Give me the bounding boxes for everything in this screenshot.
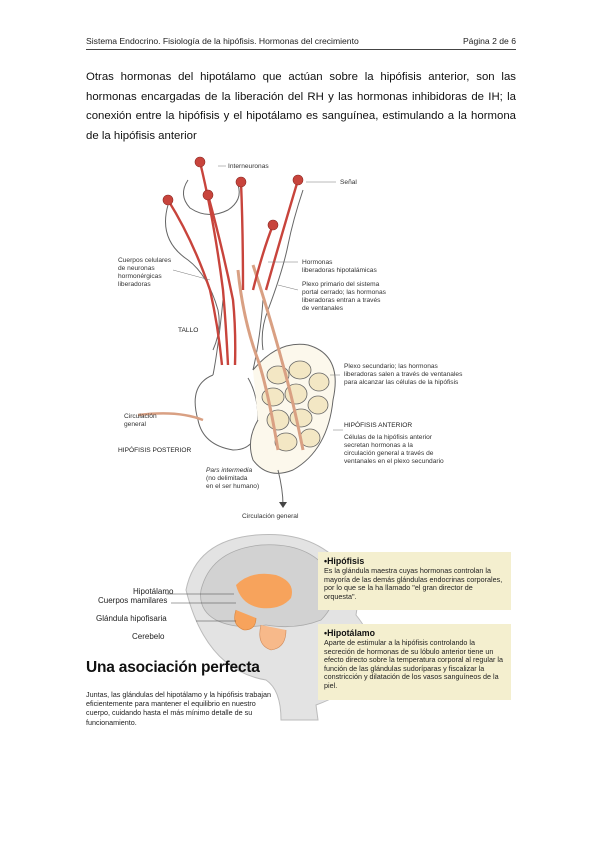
label-cuerpos-3: hormonérgicas <box>118 273 162 280</box>
label-cerebelo: Cerebelo <box>132 632 165 641</box>
info-box-hipotalamo-text: Aparte de estimular a la hipófisis contr… <box>324 638 503 690</box>
hypothalamus-wall-right <box>261 189 304 351</box>
intro-paragraph: Otras hormonas del hipotálamo que actúan… <box>86 71 516 142</box>
neuron-2 <box>162 194 174 206</box>
neuron-6 <box>292 174 304 186</box>
brain-leader-lines <box>166 593 236 622</box>
neuron-5 <box>267 219 279 231</box>
hypothalamus-wall-left <box>165 204 220 351</box>
label-senal: Señal <box>340 179 357 186</box>
arrow-bottom <box>279 502 287 508</box>
label-circ-bottom: Circulación general <box>242 513 299 520</box>
label-plexo-1-3: liberadoras entran a través <box>302 297 381 304</box>
label-circ-left-1: Circulación <box>124 413 157 420</box>
label-cuerpos-1: Cuerpos celulares <box>118 257 172 264</box>
posterior-pituitary <box>194 374 259 451</box>
portal-vessel-2 <box>251 264 305 451</box>
label-celulas-3: circulación general a través de <box>344 450 434 457</box>
hypothalamus-orange <box>236 573 292 609</box>
label-plexo-2-1: Plexo secundario; las hormonas <box>344 363 439 370</box>
headline: Una asociación perfecta <box>86 659 260 676</box>
label-tallo: TALLO <box>178 327 198 334</box>
label-pars-1: Pars intermedia <box>206 467 253 474</box>
label-hipofisis-posterior: HIPÓFISIS POSTERIOR <box>118 445 192 454</box>
label-cuerpos-4: liberadoras <box>118 281 151 288</box>
info-box-hipotalamo-title: •Hipotálamo <box>324 628 375 638</box>
label-cuerpos-mamilares: Cuerpos mamilares <box>98 596 167 605</box>
neuron-bodies <box>162 156 304 231</box>
label-glandula: Glándula hipofisaria <box>96 614 167 623</box>
label-pars-3: en el ser humano) <box>206 483 259 490</box>
label-plexo-2-2: liberadoras salen a través de ventanales <box>344 371 463 378</box>
portal-vessel <box>236 269 280 451</box>
info-box-hipofisis-title: •Hipófisis <box>324 556 365 566</box>
label-pars-2: (no delimitada <box>206 475 248 482</box>
label-circ-left-2: general <box>124 421 147 428</box>
neuron-3 <box>202 189 214 201</box>
pituitary-orange <box>234 609 257 631</box>
cerebellum <box>259 624 287 651</box>
neuron-4 <box>235 176 247 188</box>
hypothalamus-lobe <box>183 179 240 215</box>
label-plexo-2-3: para alcanzar las células de la hipófisi… <box>344 379 459 386</box>
circulation-bottom-vessel <box>277 469 284 506</box>
label-plexo-1-4: de ventanales <box>302 305 344 312</box>
label-celulas-1: Células de la hipófisis anterior <box>344 434 433 441</box>
subtitle: Juntas, las glándulas del hipotálamo y l… <box>86 690 271 727</box>
stalk <box>212 299 264 376</box>
info-box-hipotalamo: •Hipotálamo Aparte de estimular a la hip… <box>318 624 511 700</box>
page-number: Página 2 de 6 <box>462 36 516 46</box>
label-hormonas-1: Hormonas <box>302 259 333 266</box>
label-hormonas-2: liberadoras hipotalámicas <box>302 267 377 274</box>
label-plexo-1-2: portal cerrado; las hormonas <box>302 289 387 296</box>
circulation-left-vessel <box>137 412 204 422</box>
neuron-1 <box>194 156 206 168</box>
label-celulas-4: ventanales en el plexo secundario <box>344 458 444 465</box>
info-box-hipofisis: •Hipófisis Es la glándula maestra cuyas … <box>318 552 511 610</box>
leader-lines <box>172 165 343 431</box>
header-title: Sistema Endocrino. Fisiología de la hipó… <box>86 36 359 46</box>
label-hipofisis-anterior: HIPÓFISIS ANTERIOR <box>344 420 412 429</box>
neuron-axons <box>166 161 300 366</box>
label-celulas-2: secretan hormonas a la <box>344 442 413 449</box>
page-header: Sistema Endocrino. Fisiología de la hipó… <box>86 36 516 50</box>
label-hipotalamo: Hipotálamo <box>133 587 174 596</box>
label-cuerpos-2: de neuronas <box>118 265 155 272</box>
label-plexo-1-1: Plexo primario del sistema <box>302 281 380 288</box>
pituitary-diagram: Interneuronas Señal Cuerpos celulares de… <box>118 156 463 520</box>
label-interneuronas: Interneuronas <box>228 163 269 170</box>
info-box-hipofisis-text: Es la glándula maestra cuyas hormonas co… <box>324 566 503 601</box>
